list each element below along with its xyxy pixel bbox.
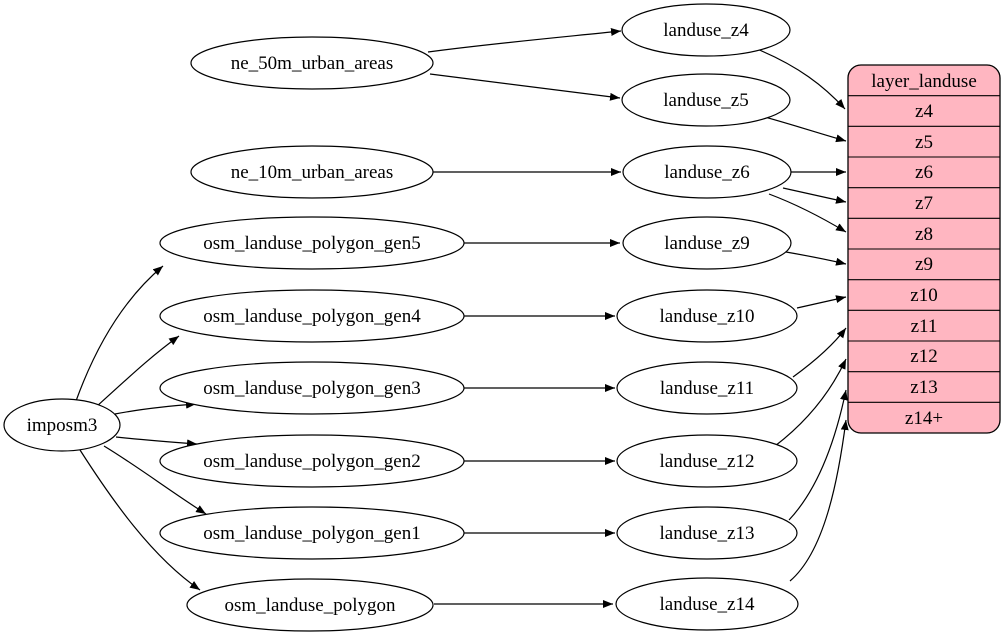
edge-landuse_z11-to-row-z11 (792, 327, 847, 378)
node-landuse_z11: landuse_z11 (616, 361, 798, 415)
nodes: imposm3 ne_50m_urban_areas ne_10m_urban_… (3, 3, 799, 632)
node-landuse_z10-shape (616, 289, 798, 343)
node-osm_landuse_polygon: osm_landuse_polygon (186, 578, 434, 632)
edge-imposm3-to-osm_landuse_polygon_gen2 (115, 436, 198, 448)
edge-landuse_z13-to-row-z13 (788, 389, 848, 521)
record-row-z11: z11 (911, 316, 938, 337)
node-landuse_z4: landuse_z4 (621, 3, 791, 57)
node-landuse_z9-label: landuse_z9 (664, 233, 749, 254)
record-layer_landuse: layer_landuse z4 z5 z6 z7 z8 z9 z10 z11 … (847, 64, 1001, 434)
edge-imposm3-to-osm_landuse_polygon_gen3 (114, 400, 197, 415)
node-landuse_z4-shape (621, 3, 791, 57)
node-landuse_z9: landuse_z9 (622, 216, 792, 270)
node-landuse_z9-shape (622, 216, 792, 270)
node-ne_50m_urban_areas-shape (190, 36, 434, 90)
node-imposm3: imposm3 (3, 398, 121, 452)
node-osm_landuse_polygon-label: osm_landuse_polygon (225, 595, 396, 616)
node-landuse_z4-label: landuse_z4 (663, 20, 749, 41)
node-landuse_z5-label: landuse_z5 (663, 90, 748, 111)
record-row-z9: z9 (915, 254, 933, 275)
edge-landuse_z9-to-row-z9 (785, 251, 847, 266)
record-row-z7: z7 (915, 193, 933, 214)
node-osm_landuse_polygon_gen2-shape (159, 434, 465, 488)
edge-landuse_z12-to-row-z12 (774, 358, 847, 447)
node-landuse_z11-shape (616, 361, 798, 415)
edge-imposm3-to-osm_landuse_polygon_gen4 (95, 335, 180, 408)
record-row-z6: z6 (915, 162, 933, 183)
edge-landuse_z5-to-row-z5 (760, 115, 847, 143)
node-landuse_z14-label: landuse_z14 (660, 594, 755, 615)
record-row-z13: z13 (910, 377, 937, 398)
edge-imposm3-to-osm_landuse_polygon (79, 449, 201, 591)
node-osm_landuse_polygon_gen1-shape (159, 506, 465, 560)
node-landuse_z12-label: landuse_z12 (660, 451, 755, 472)
record-row-z5: z5 (915, 132, 933, 153)
record-row-z10: z10 (910, 285, 937, 306)
node-ne_10m_urban_areas-shape (190, 145, 434, 199)
node-osm_landuse_polygon_gen1-label: osm_landuse_polygon_gen1 (203, 523, 420, 544)
node-landuse_z13: landuse_z13 (616, 506, 798, 560)
node-landuse_z10-label: landuse_z10 (660, 306, 755, 327)
edge-landuse_z4-to-row-z4 (756, 48, 846, 110)
node-osm_landuse_polygon_gen4-shape (159, 289, 465, 343)
edge-landuse_z6-to-row-z7 (782, 187, 847, 204)
node-landuse_z14: landuse_z14 (615, 577, 799, 631)
edge-landuse_z10-to-row-z10 (796, 295, 847, 309)
node-landuse_z13-shape (616, 506, 798, 560)
node-ne_50m_urban_areas-label: ne_50m_urban_areas (231, 53, 394, 74)
node-osm_landuse_polygon_gen3-label: osm_landuse_polygon_gen3 (203, 378, 420, 399)
edge-landuse_z14-to-row-z14plus (789, 419, 849, 582)
node-landuse_z6: landuse_z6 (622, 145, 792, 199)
node-osm_landuse_polygon_gen4-label: osm_landuse_polygon_gen4 (203, 306, 421, 327)
node-osm_landuse_polygon_gen3-shape (159, 361, 465, 415)
edge-ne_50m_urban_areas-to-landuse_z4 (427, 28, 622, 53)
node-landuse_z6-label: landuse_z6 (664, 162, 749, 183)
node-landuse_z5-shape (621, 73, 791, 127)
node-osm_landuse_polygon_gen5-shape (159, 216, 465, 270)
edge-ne_50m_urban_areas-to-landuse_z5 (429, 73, 621, 101)
node-osm_landuse_polygon_gen5: osm_landuse_polygon_gen5 (159, 216, 465, 270)
node-osm_landuse_polygon_gen4: osm_landuse_polygon_gen4 (159, 289, 465, 343)
node-ne_10m_urban_areas: ne_10m_urban_areas (190, 145, 434, 199)
node-landuse_z5: landuse_z5 (621, 73, 791, 127)
node-osm_landuse_polygon_gen1: osm_landuse_polygon_gen1 (159, 506, 465, 560)
record-row-z8: z8 (915, 224, 933, 245)
node-landuse_z6-shape (622, 145, 792, 199)
edge-landuse_z6-to-row-z8 (768, 193, 847, 233)
node-osm_landuse_polygon_gen5-label: osm_landuse_polygon_gen5 (203, 233, 420, 254)
node-osm_landuse_polygon_gen2: osm_landuse_polygon_gen2 (159, 434, 465, 488)
record-title: layer_landuse (871, 71, 977, 92)
node-landuse_z12-shape (616, 434, 798, 488)
node-ne_10m_urban_areas-label: ne_10m_urban_areas (231, 162, 394, 183)
record-row-z4: z4 (915, 101, 933, 122)
node-landuse_z13-label: landuse_z13 (660, 523, 755, 544)
node-landuse_z10: landuse_z10 (616, 289, 798, 343)
node-landuse_z12: landuse_z12 (616, 434, 798, 488)
node-landuse_z14-shape (615, 577, 799, 631)
node-landuse_z11-label: landuse_z11 (660, 378, 754, 399)
record-row-z14plus: z14+ (905, 408, 943, 429)
record-row-z12: z12 (910, 346, 937, 367)
node-imposm3-shape (3, 398, 121, 452)
edges (75, 28, 849, 608)
node-imposm3-label: imposm3 (27, 415, 98, 436)
node-osm_landuse_polygon_gen2-label: osm_landuse_polygon_gen2 (203, 451, 420, 472)
edge-imposm3-to-osm_landuse_polygon_gen1 (103, 445, 207, 515)
node-ne_50m_urban_areas: ne_50m_urban_areas (190, 36, 434, 90)
edge-imposm3-to-osm_landuse_polygon_gen5 (75, 265, 164, 402)
node-osm_landuse_polygon_gen3: osm_landuse_polygon_gen3 (159, 361, 465, 415)
node-osm_landuse_polygon-shape (186, 578, 434, 632)
